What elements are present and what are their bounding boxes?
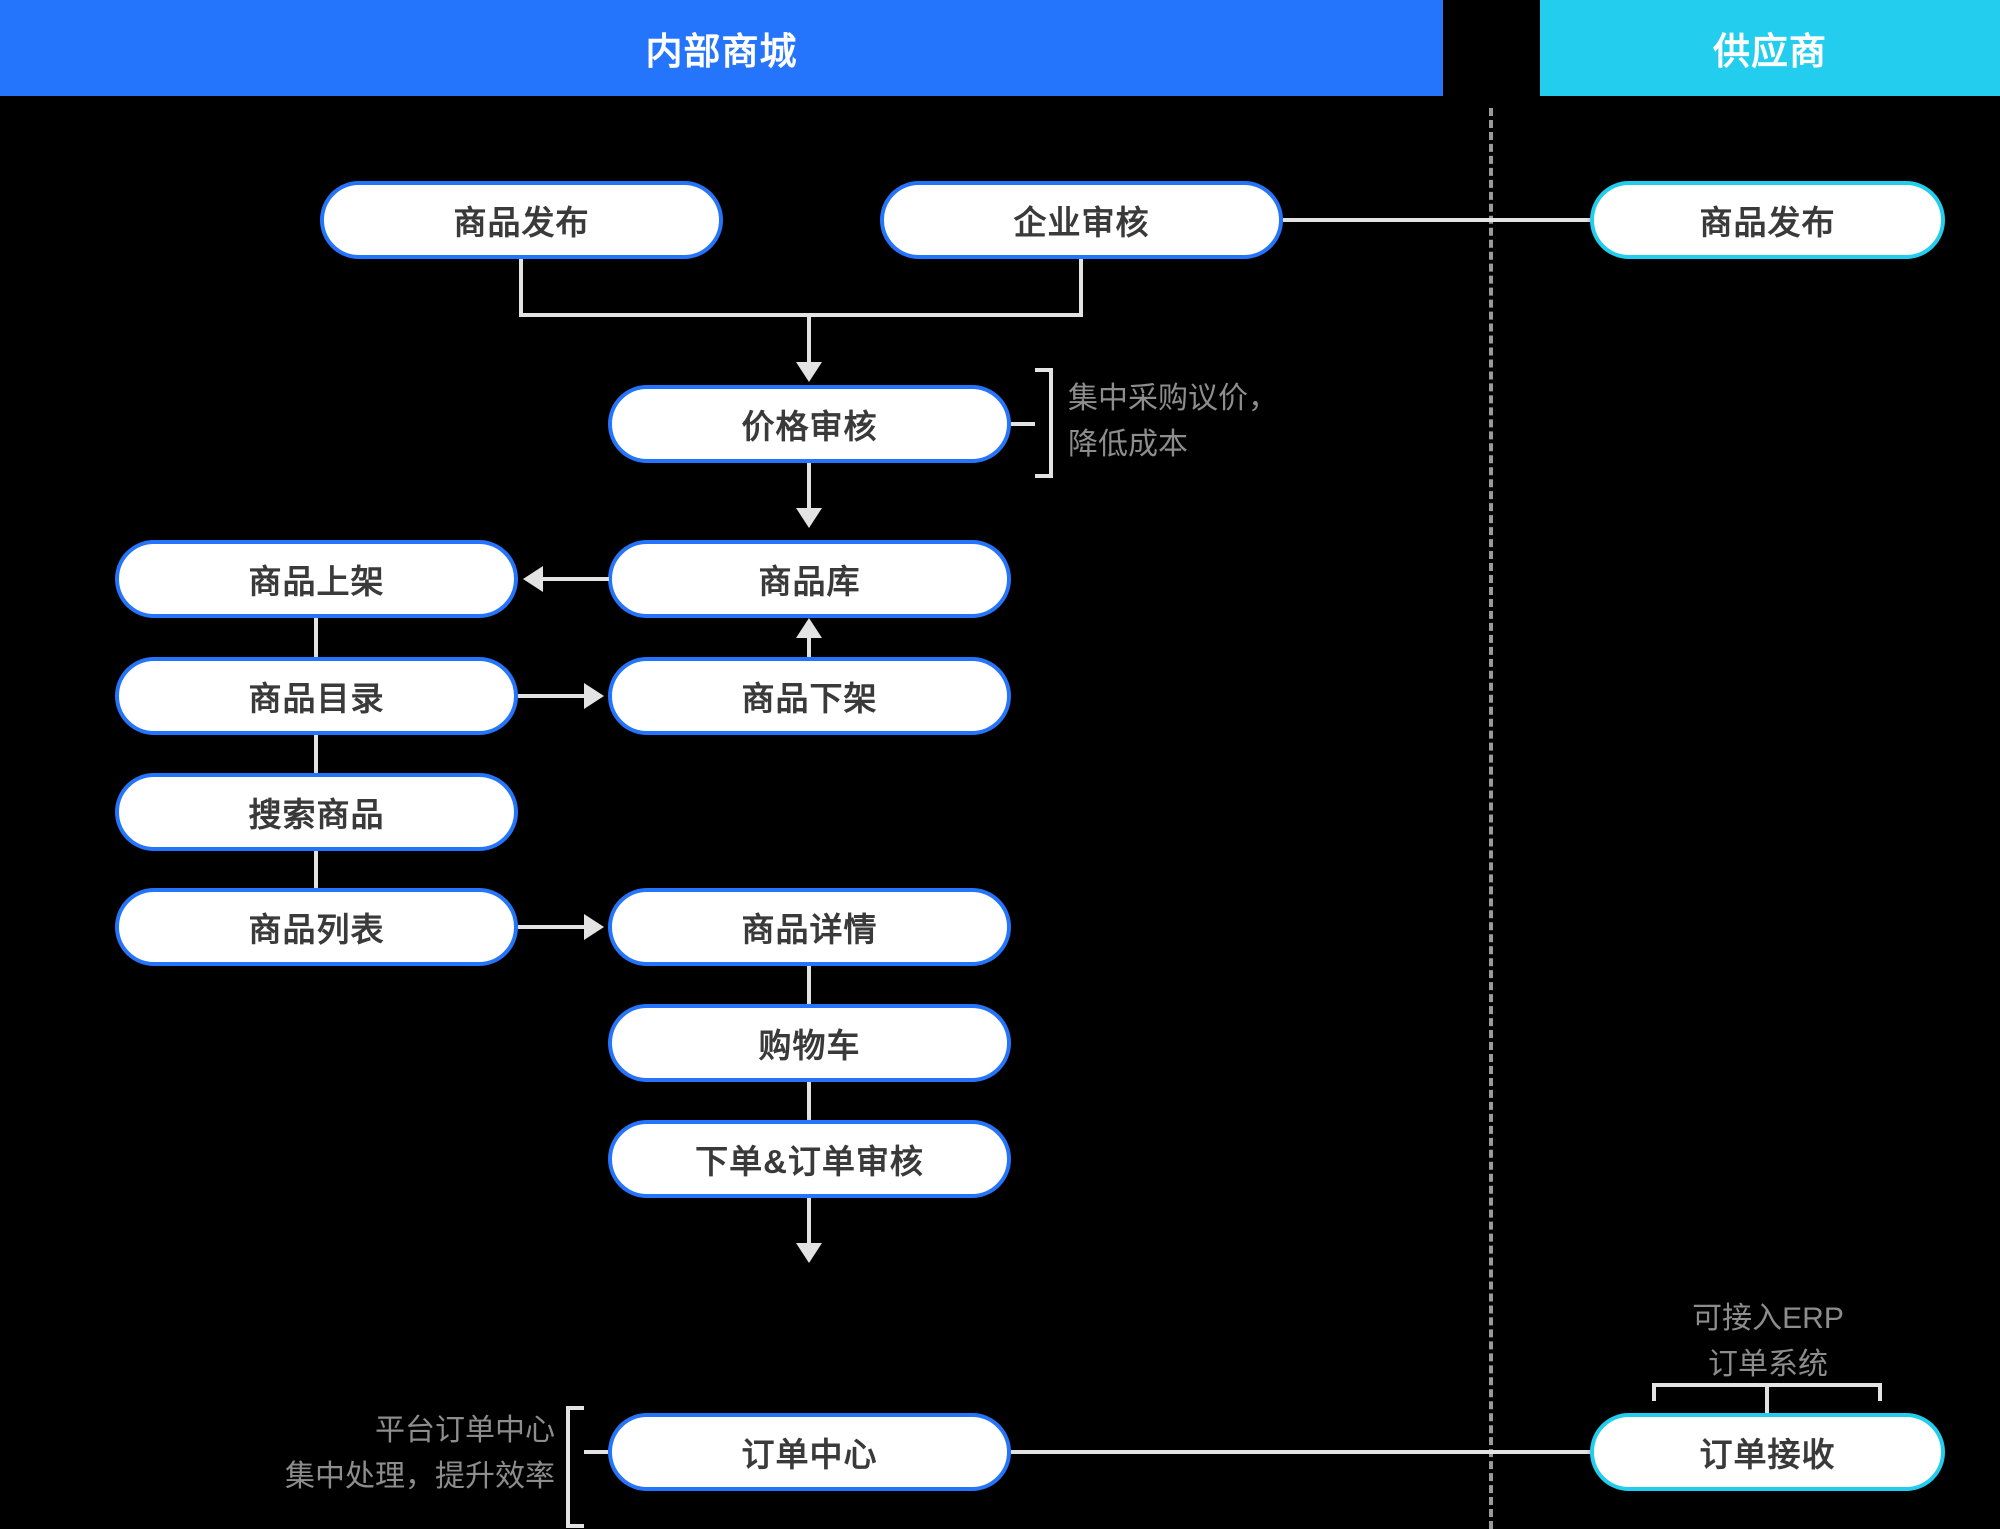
lane-header-internal: 内部商城	[0, 0, 1443, 96]
lane-header-supplier: 供应商	[1540, 0, 2000, 96]
node-label: 商品发布	[453, 204, 590, 241]
node-label: 商品库	[758, 563, 861, 600]
connector-order-to-center	[807, 1198, 811, 1246]
node-order-receive[interactable]: 订单接收	[1590, 1413, 1945, 1491]
node-place-order-review[interactable]: 下单&订单审核	[608, 1120, 1011, 1198]
node-label: 商品目录	[248, 680, 385, 717]
annot-text-erp: 可接入ERP 订单系统	[1692, 1302, 1844, 1381]
annot-connector-order-center	[584, 1450, 608, 1454]
node-product-delist[interactable]: 商品下架	[608, 657, 1011, 735]
connector-list-to-detail	[518, 925, 584, 929]
annot-connector-price	[1011, 422, 1035, 426]
node-product-library[interactable]: 商品库	[608, 540, 1011, 618]
arrow-down-icon	[796, 508, 822, 528]
arrow-up-icon	[796, 618, 822, 638]
connector-price-to-library	[807, 463, 811, 511]
arrow-right-icon	[584, 914, 604, 940]
arrow-left-icon	[523, 566, 543, 592]
connector-merge-horizontal	[519, 313, 1083, 317]
lane-title-supplier: 供应商	[1713, 31, 1827, 72]
connector-enterprise-down	[1079, 259, 1083, 315]
node-product-publish[interactable]: 商品发布	[320, 181, 723, 259]
connector-order-center-to-receive	[1011, 1450, 1616, 1454]
connector-catalog-to-delist	[518, 694, 584, 698]
node-search-product[interactable]: 搜索商品	[115, 773, 518, 851]
connector-library-to-listing	[543, 577, 609, 581]
connector-publish-down	[519, 259, 523, 315]
node-label: 商品发布	[1699, 204, 1836, 241]
lane-title-internal: 内部商城	[645, 31, 798, 72]
node-label: 商品上架	[248, 563, 385, 600]
node-label: 价格审核	[741, 408, 878, 445]
node-label: 下单&订单审核	[695, 1143, 924, 1180]
arrow-down-icon	[796, 1243, 822, 1263]
node-label: 搜索商品	[248, 796, 385, 833]
node-enterprise-review[interactable]: 企业审核	[880, 181, 1283, 259]
annot-text-price: 集中采购议价， 降低成本	[1068, 382, 1278, 461]
node-price-review[interactable]: 价格审核	[608, 385, 1011, 463]
node-product-list[interactable]: 商品列表	[115, 888, 518, 966]
connector-search-to-list	[314, 851, 318, 899]
annot-text-order-center: 平台订单中心 集中处理，提升效率	[285, 1414, 555, 1493]
node-label: 订单接收	[1699, 1436, 1836, 1473]
arrow-right-icon	[584, 683, 604, 709]
connector-merge-down	[807, 313, 811, 365]
node-label: 企业审核	[1013, 204, 1150, 241]
node-label: 商品详情	[741, 911, 878, 948]
annot-bracket-order-center	[566, 1406, 584, 1528]
node-product-detail[interactable]: 商品详情	[608, 888, 1011, 966]
connector-detail-to-cart	[807, 966, 811, 1014]
node-label: 商品列表	[248, 911, 385, 948]
annot-connector-erp	[1765, 1383, 1769, 1413]
connector-listing-to-catalog	[314, 618, 318, 666]
lane-divider-dashed	[1489, 108, 1493, 1529]
arrow-down-icon	[796, 362, 822, 382]
node-shopping-cart[interactable]: 购物车	[608, 1004, 1011, 1082]
node-product-catalog[interactable]: 商品目录	[115, 657, 518, 735]
node-supplier-product-publish[interactable]: 商品发布	[1590, 181, 1945, 259]
annot-bracket-price	[1035, 368, 1053, 478]
connector-cart-to-order	[807, 1082, 811, 1130]
node-label: 购物车	[758, 1027, 861, 1064]
node-product-listing[interactable]: 商品上架	[115, 540, 518, 618]
connector-enterprise-to-supplier-publish	[1283, 218, 1626, 222]
node-label: 商品下架	[741, 680, 878, 717]
connector-catalog-to-search	[314, 735, 318, 783]
node-order-center[interactable]: 订单中心	[608, 1413, 1011, 1491]
node-label: 订单中心	[741, 1436, 878, 1473]
